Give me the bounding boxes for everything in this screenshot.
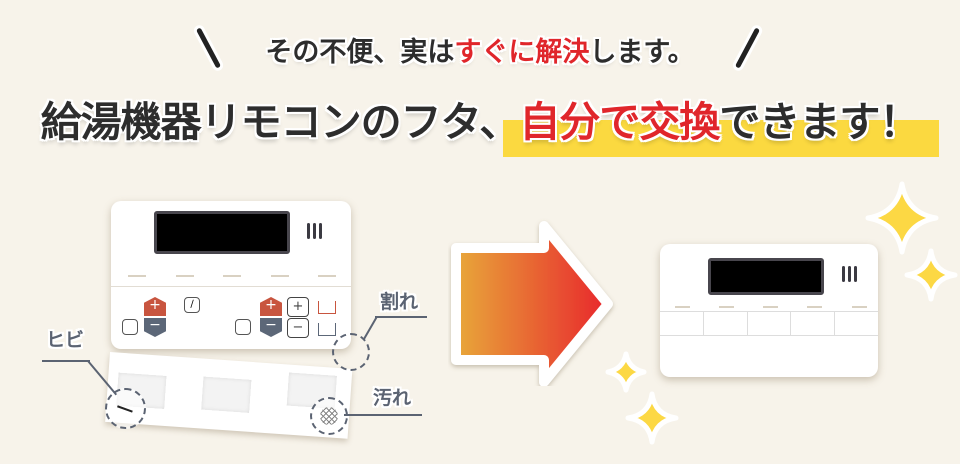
main-headline-highlight: 自分で交換	[519, 98, 720, 146]
break-highlight-circle	[332, 333, 370, 371]
lid-button	[835, 312, 878, 335]
minus-button: −	[144, 318, 166, 337]
old-remote: + − ∕ + − + −	[111, 201, 351, 349]
bath-gray-icon	[318, 323, 336, 336]
signal-icon	[842, 266, 857, 282]
lid-button	[704, 312, 748, 335]
lcd-display	[708, 258, 824, 295]
bath-red-icon	[318, 301, 336, 314]
sparkle-icon	[605, 351, 647, 393]
new-remote	[660, 244, 878, 377]
label-stain: 汚れ	[373, 387, 412, 409]
main-headline-suffix: できます！	[719, 98, 920, 146]
dash-mark	[719, 306, 734, 308]
square-button	[235, 319, 251, 335]
new-lid-button-row	[660, 311, 878, 336]
signal-icon	[307, 223, 322, 239]
crack-highlight-circle	[105, 388, 146, 429]
sub-headline-highlight: すぐに解決	[454, 37, 590, 68]
sparkle-icon	[904, 248, 958, 302]
minus-button: −	[260, 318, 282, 337]
dash-mark	[128, 275, 146, 277]
label-crack: ヒビ	[46, 329, 85, 351]
label-break: 割れ	[380, 291, 419, 313]
right-arrow-icon	[451, 221, 613, 386]
dash-mark	[318, 275, 336, 277]
sub-headline-prefix: その不便、実は	[265, 37, 455, 68]
minus-outline-button: −	[287, 318, 309, 338]
title-highlight-band	[503, 120, 939, 157]
dash-mark	[271, 275, 289, 277]
dash-mark	[763, 306, 778, 308]
plus-button: +	[260, 297, 282, 316]
plus-button: +	[144, 297, 166, 316]
main-headline: 給湯機器リモコンのフタ、自分で交換できます！	[0, 88, 960, 148]
lcd-display	[154, 211, 290, 254]
sparkle-icon	[865, 181, 939, 255]
dash-mark	[176, 275, 194, 277]
dash-mark	[852, 306, 867, 308]
main-headline-prefix: 給湯機器リモコンのフタ、	[40, 98, 521, 146]
lid-window	[201, 376, 252, 413]
sparkle-icon	[625, 391, 679, 445]
lid-button	[660, 312, 704, 335]
dash-mark	[223, 275, 241, 277]
sub-headline: その不便、実はすぐに解決します。	[0, 30, 960, 69]
divider-line	[111, 286, 351, 287]
dash-mark	[675, 306, 690, 308]
square-button	[122, 319, 138, 335]
stain-highlight-circle	[310, 397, 348, 435]
lid-button	[748, 312, 792, 335]
dash-mark	[807, 306, 822, 308]
break-leader-line	[375, 316, 427, 318]
stain-leader-line	[344, 414, 422, 416]
sub-headline-suffix: します。	[589, 37, 695, 68]
break-leader-line	[363, 315, 378, 340]
plus-outline-button: +	[287, 297, 309, 317]
stain-hatch-icon	[320, 407, 338, 425]
lid-button	[791, 312, 836, 335]
crack-leader-line	[42, 360, 90, 362]
crack-icon	[117, 405, 133, 413]
leaf-eco-icon: ∕	[184, 297, 200, 313]
